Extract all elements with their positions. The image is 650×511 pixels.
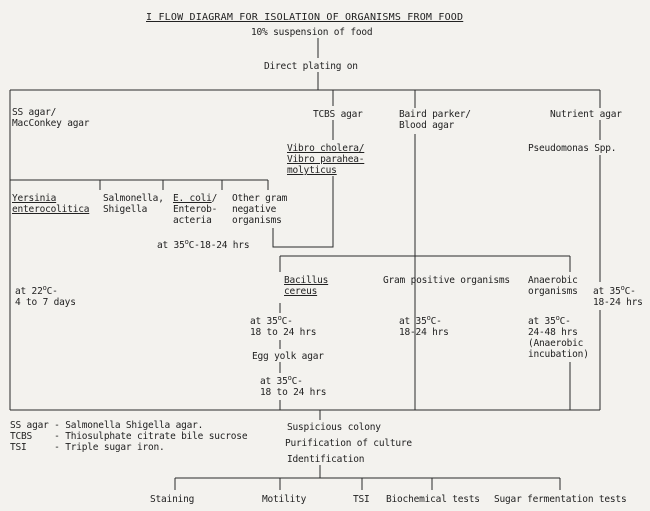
test-sugar-fermentation: Sugar fermentation tests bbox=[494, 494, 627, 505]
incubation-prefix: at 35 bbox=[250, 316, 278, 327]
vibrio-organisms: Vibro cholera/ Vibro parahea- molyticus bbox=[287, 143, 365, 176]
incubation-suffix: C- 18 to 24 hrs bbox=[250, 316, 317, 338]
incubation-prefix: at 35 bbox=[593, 286, 621, 297]
incubation-suffix: C-18-24 hrs bbox=[188, 240, 250, 251]
degree-mark: o bbox=[42, 283, 47, 292]
incubation-prefix: at 22 bbox=[15, 286, 43, 297]
bacillus-cereus-label: Bacillus cereus bbox=[284, 275, 329, 297]
other-gram-negative-label: Other gram negative organisms bbox=[232, 193, 288, 226]
suspicious-colony-step: Suspicious colony bbox=[287, 422, 381, 433]
incubation-suffix: C- 24-48 hrs (Anaerobic incubation) bbox=[528, 316, 589, 360]
legend-tsi: TSI - Triple sugar iron. bbox=[10, 442, 165, 453]
ecoli-label: E. coli/ Enterob- acteria bbox=[173, 193, 217, 226]
yersinia-incubation: at 22oC- 4 to 7 days bbox=[15, 283, 76, 308]
incubation-prefix: at 35 bbox=[260, 376, 288, 387]
purification-step: Purification of culture bbox=[285, 438, 412, 449]
legend-ss-agar: SS agar - Salmonella Shigella agar. bbox=[10, 420, 204, 431]
gram-positive-label: Gram positive organisms bbox=[383, 275, 510, 286]
degree-mark: o bbox=[426, 313, 431, 322]
tcbs-medium: TCBS agar bbox=[313, 109, 363, 120]
test-staining: Staining bbox=[150, 494, 195, 505]
incubation-suffix: C- 4 to 7 days bbox=[15, 286, 76, 308]
incubation-suffix: C- 18-24 hrs bbox=[399, 316, 449, 338]
legend-tcbs: TCBS - Thiosulphate citrate bile sucrose bbox=[10, 431, 248, 442]
egg-yolk-agar: Egg yolk agar bbox=[252, 351, 324, 362]
ss-agar-medium: SS agar/ MacConkey agar bbox=[12, 107, 90, 129]
egg-yolk-incubation: at 35oC- 18 to 24 hrs bbox=[260, 373, 327, 398]
degree-mark: o bbox=[277, 313, 282, 322]
salmonella-label: Salmonella, Shigella bbox=[103, 193, 164, 215]
incubation-prefix: at 35 bbox=[528, 316, 556, 327]
gram-positive-incubation: at 35oC- 18-24 hrs bbox=[399, 313, 449, 338]
nutrient-agar-medium: Nutrient agar bbox=[550, 109, 622, 120]
direct-plating-step: Direct plating on bbox=[264, 61, 358, 72]
gram-negative-incubation: at 35oC-18-24 hrs bbox=[157, 237, 250, 251]
yersinia-label: Yersinia enterocolitica bbox=[12, 193, 90, 215]
identification-step: Identification bbox=[287, 454, 365, 465]
degree-mark: o bbox=[184, 237, 189, 246]
test-tsi: TSI bbox=[353, 494, 370, 505]
incubation-prefix: at 35 bbox=[399, 316, 427, 327]
nutrient-incubation: at 35oC- 18-24 hrs bbox=[593, 283, 643, 308]
incubation-suffix: C- 18-24 hrs bbox=[593, 286, 643, 308]
test-biochemical: Biochemical tests bbox=[386, 494, 480, 505]
degree-mark: o bbox=[287, 373, 292, 382]
ecoli-group: / Enterob- acteria bbox=[173, 193, 218, 226]
baird-parker-medium: Baird parker/ Blood agar bbox=[399, 109, 471, 131]
anaerobic-label: Anaerobic organisms bbox=[528, 275, 578, 297]
suspension-step: 10% suspension of food bbox=[251, 27, 373, 38]
diagram-title: I FLOW DIAGRAM FOR ISOLATION OF ORGANISM… bbox=[146, 12, 464, 23]
test-motility: Motility bbox=[262, 494, 307, 505]
ecoli-name: E. coli bbox=[173, 193, 212, 204]
pseudomonas-label: Pseudomonas Spp. bbox=[528, 143, 617, 154]
degree-mark: o bbox=[620, 283, 625, 292]
anaerobic-incubation: at 35oC- 24-48 hrs (Anaerobic incubation… bbox=[528, 313, 589, 360]
degree-mark: o bbox=[555, 313, 560, 322]
incubation-prefix: at 35 bbox=[157, 240, 185, 251]
incubation-suffix: C- 18 to 24 hrs bbox=[260, 376, 327, 398]
bacillus-incubation: at 35oC- 18 to 24 hrs bbox=[250, 313, 317, 338]
